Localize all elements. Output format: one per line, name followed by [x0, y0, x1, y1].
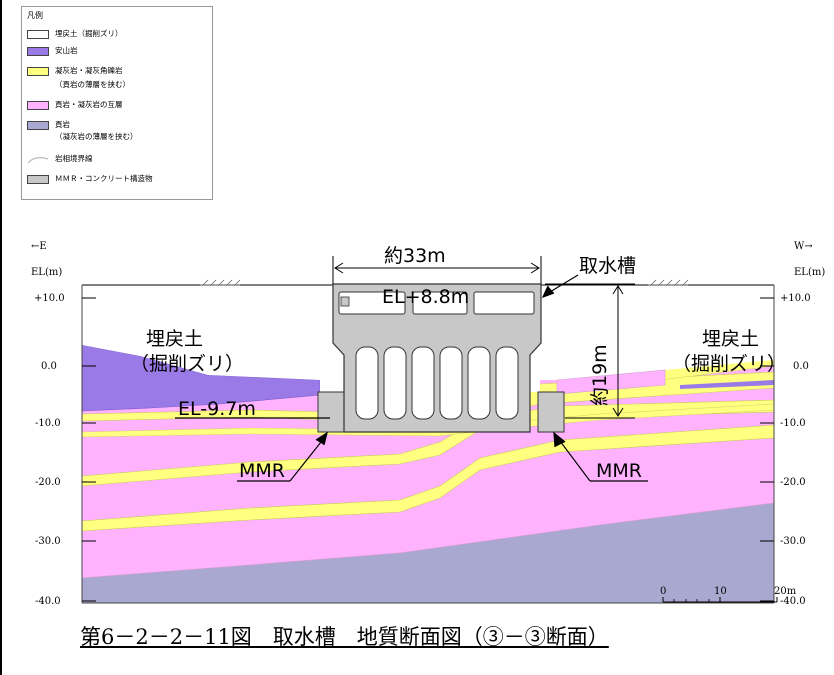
scale-bar: 0 10 20m	[660, 586, 797, 603]
boundary-line-icon	[27, 156, 49, 163]
intake-tank	[332, 283, 542, 433]
width-label: 約33m	[384, 245, 446, 267]
scale-tick-0: 0	[660, 586, 666, 597]
ground-hatch	[200, 279, 689, 286]
legend-label: 頁岩	[55, 120, 70, 129]
legend-label: 岩相境界線	[55, 154, 93, 163]
legend-label: ＭＭＲ・コンクリート構造物	[55, 174, 153, 183]
tick-right-m10: -10.0	[780, 418, 806, 429]
width-dimension	[332, 256, 542, 284]
stratum-tuff-4	[82, 403, 774, 438]
legend-swatch-concrete	[27, 174, 49, 184]
tick-left-10: +10.0	[34, 293, 65, 304]
legend-sub-shale: （凝灰岩の薄層を挟む）	[55, 132, 138, 141]
legend-swatch-tuff	[27, 66, 49, 76]
scale-tick-20: 20m	[774, 586, 797, 597]
legend-sub-tuff: （頁岩の薄層を挟む）	[55, 80, 130, 89]
tick-right-0: 0.0	[793, 361, 809, 372]
mmr-block-right	[537, 391, 565, 433]
legend-label: 頁岩・凝灰岩の互層	[55, 100, 123, 109]
backfill-left-1: 埋戻土	[146, 328, 203, 350]
mmr-block-left	[317, 391, 345, 433]
legend: 凡例 埋戻土（掘削ズリ） 安山岩 凝灰岩・凝灰角礫岩 （頁岩の薄層を挟む） 頁岩…	[21, 6, 213, 200]
bottom-el-label: EL-9.7m	[178, 398, 256, 420]
stratum-tuff-3	[82, 424, 774, 532]
legend-item-alternation: 頁岩・凝灰岩の互層	[27, 100, 123, 110]
legend-item-backfill: 埋戻土（掘削ズリ）	[27, 29, 123, 39]
tick-right-m40: -40.0	[780, 596, 806, 607]
legend-title: 凡例	[27, 11, 43, 20]
legend-label: 埋戻土（掘削ズリ）	[55, 29, 123, 38]
tick-right-m20: -20.0	[780, 477, 806, 488]
legend-item-shale: 頁岩	[27, 120, 70, 130]
el-ticks	[82, 297, 774, 602]
height-label: 約19m	[589, 344, 611, 406]
tick-right-m30: -30.0	[780, 536, 806, 547]
direction-west: W→	[794, 241, 813, 252]
legend-label: 安山岩	[55, 46, 78, 55]
stratum-alternation-wedge	[556, 369, 666, 395]
structure-label: 取水槽	[579, 255, 636, 277]
legend-swatch-andesite	[27, 46, 49, 56]
diagram-labels: 約33m 取水槽 EL+8.8m EL-9.7m 埋戻土 （掘削ズリ） 埋戻土 …	[130, 245, 786, 482]
backfill-left-2: （掘削ズリ）	[130, 353, 244, 375]
legend-item-tuff: 凝灰岩・凝灰角礫岩	[27, 66, 123, 76]
legend-item-concrete: ＭＭＲ・コンクリート構造物	[27, 174, 153, 184]
legend-swatch-alternation	[27, 100, 49, 110]
legend-label: 凝灰岩・凝灰角礫岩	[55, 66, 123, 75]
leader-lines	[175, 274, 648, 482]
height-dimension	[545, 283, 635, 419]
scale-tick-10: 10	[714, 586, 727, 597]
figure-caption: 第6－2－2－11図 取水槽 地質断面図（③－③断面）	[80, 625, 609, 649]
tick-left-m20: -20.0	[35, 477, 61, 488]
stratum-tuff-2	[82, 399, 774, 487]
legend-item-andesite: 安山岩	[27, 46, 78, 56]
mmr-right-label: MMR	[596, 460, 642, 482]
tick-right-10: +10.0	[780, 293, 811, 304]
stratum-andesite-right	[680, 380, 774, 389]
tick-left-m40: -40.0	[35, 596, 61, 607]
tick-left-0: 0.0	[41, 361, 57, 372]
top-el-label: EL+8.8m	[382, 286, 469, 308]
axis-unit-right: EL(m)	[794, 267, 825, 278]
tick-left-m10: -10.0	[35, 418, 61, 429]
axis-labels: ←E W→ EL(m) EL(m) +10.0 0.0 -10.0 -20.0 …	[31, 241, 825, 607]
mmr-left-label: MMR	[239, 460, 285, 482]
page-left-border	[0, 0, 2, 675]
legend-item-boundary: 岩相境界線	[27, 154, 93, 164]
backfill-right-2: （掘削ズリ）	[672, 353, 786, 375]
legend-swatch-backfill	[27, 29, 49, 39]
backfill-right-1: 埋戻土	[702, 328, 759, 350]
axis-unit-left: EL(m)	[31, 267, 62, 278]
tick-left-m30: -30.0	[35, 536, 61, 547]
direction-east: ←E	[31, 241, 47, 252]
legend-swatch-shale	[27, 120, 49, 130]
